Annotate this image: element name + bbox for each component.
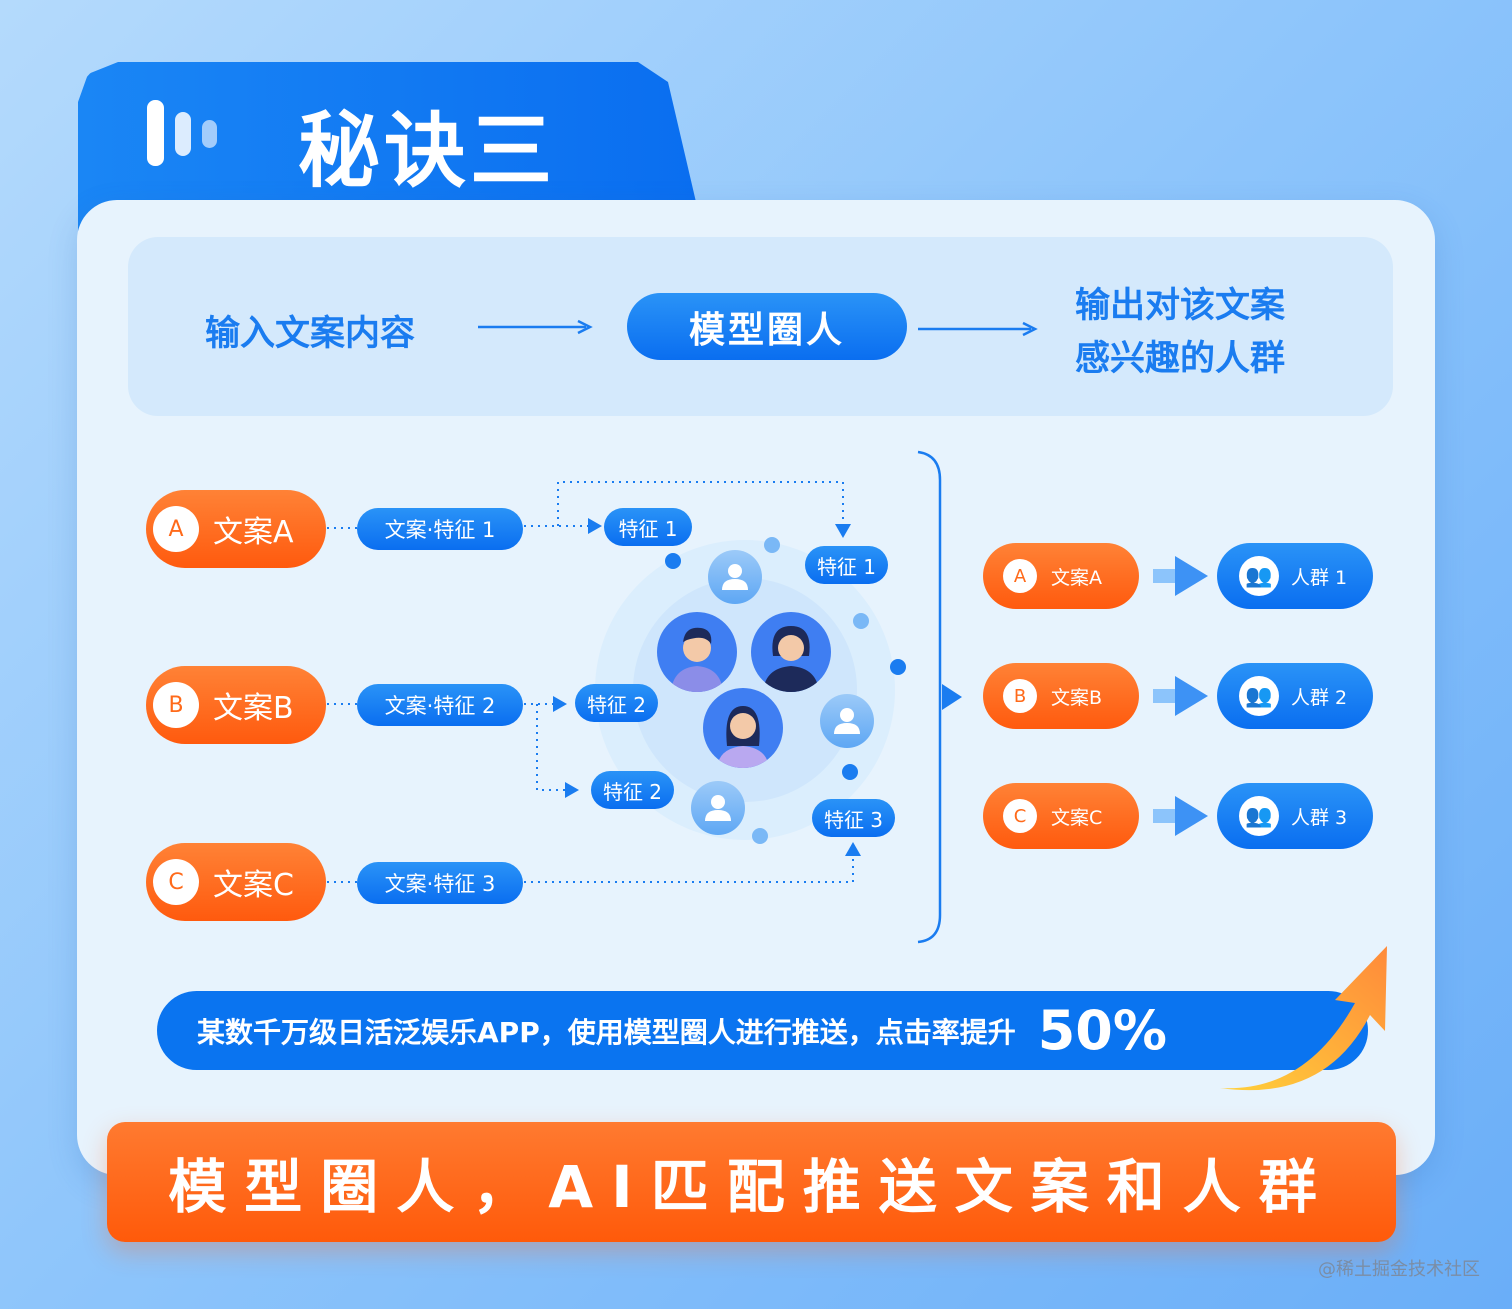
trait-pill: 特征 2 (591, 771, 674, 809)
letter-badge: B (153, 682, 199, 728)
copy-pill-c: C 文案C (146, 843, 326, 921)
person-avatar (703, 688, 783, 768)
group-icon: 👥 (1239, 556, 1279, 596)
copy-label: 文案B (213, 691, 294, 726)
flow-output: 输出对该文案感兴趣的人群 (1075, 280, 1285, 386)
watermark: @稀土掘金技术社区 (1318, 1259, 1480, 1280)
group-icon: 👥 (1239, 796, 1279, 836)
model-pill: 模型圈人 (627, 293, 907, 360)
user-icon (820, 694, 874, 748)
decor-dot (853, 613, 869, 629)
page-title: 秘诀三 (298, 104, 557, 199)
arrow-right-icon (1153, 676, 1208, 716)
copy-pill-a: A 文案A (146, 490, 326, 568)
trait-pill: 特征 1 (604, 508, 692, 546)
flow-input: 输入文案内容 (205, 314, 416, 354)
letter-badge: A (153, 506, 199, 552)
decor-dot (842, 764, 858, 780)
user-icon (708, 550, 762, 604)
arrow-right-icon (478, 319, 593, 335)
copy-feature-pill: 文案·特征 1 (357, 508, 523, 550)
decor-dot (665, 553, 681, 569)
letter-badge: C (1003, 799, 1037, 833)
result-group: 人群 3 (1291, 806, 1348, 829)
result-group: 人群 2 (1291, 686, 1348, 709)
trait-pill: 特征 2 (575, 684, 658, 722)
arrow-right-icon (1153, 796, 1208, 836)
logo-bar-icon (202, 120, 217, 148)
copy-label: 文案A (213, 515, 294, 550)
result-copy: 文案B (1051, 686, 1103, 709)
person-avatar (751, 612, 831, 692)
letter-badge: A (1003, 559, 1037, 593)
result-copy: 文案A (1051, 566, 1102, 589)
decor-dot (752, 828, 768, 844)
logo-bar-icon (175, 112, 191, 156)
trait-pill: 特征 3 (812, 799, 895, 837)
logo-bar-icon (147, 100, 164, 166)
flow-output-line: 感兴趣的人群 (1075, 339, 1286, 379)
group-icon: 👥 (1239, 676, 1279, 716)
growth-arrow-icon (1220, 946, 1387, 1091)
arrow-right-icon (1153, 556, 1208, 596)
user-icon (691, 781, 745, 835)
copy-feature-pill: 文案·特征 3 (357, 862, 523, 904)
result-group: 人群 1 (1291, 566, 1348, 589)
letter-badge: C (153, 859, 199, 905)
arrow-right-icon (918, 321, 1038, 337)
stat-bar: 某数千万级日活泛娱乐APP，使用模型圈人进行推送，点击率提升 50% (157, 991, 1368, 1070)
result-copy: 文案C (1051, 806, 1103, 829)
stat-text: 某数千万级日活泛娱乐APP，使用模型圈人进行推送，点击率提升 (197, 1015, 1016, 1049)
copy-pill-b: B 文案B (146, 666, 326, 744)
person-avatar (657, 612, 737, 692)
copy-label: 文案C (213, 868, 294, 903)
bottom-banner: 模型圈人，AI匹配推送文案和人群 (107, 1122, 1396, 1242)
letter-badge: B (1003, 679, 1037, 713)
flow-output-line: 输出对该文案 (1075, 286, 1286, 326)
decor-dot (890, 659, 906, 675)
copy-feature-pill: 文案·特征 2 (357, 684, 523, 726)
stat-value: 50% (1037, 999, 1167, 1062)
trait-pill: 特征 1 (805, 546, 888, 584)
decor-dot (764, 537, 780, 553)
